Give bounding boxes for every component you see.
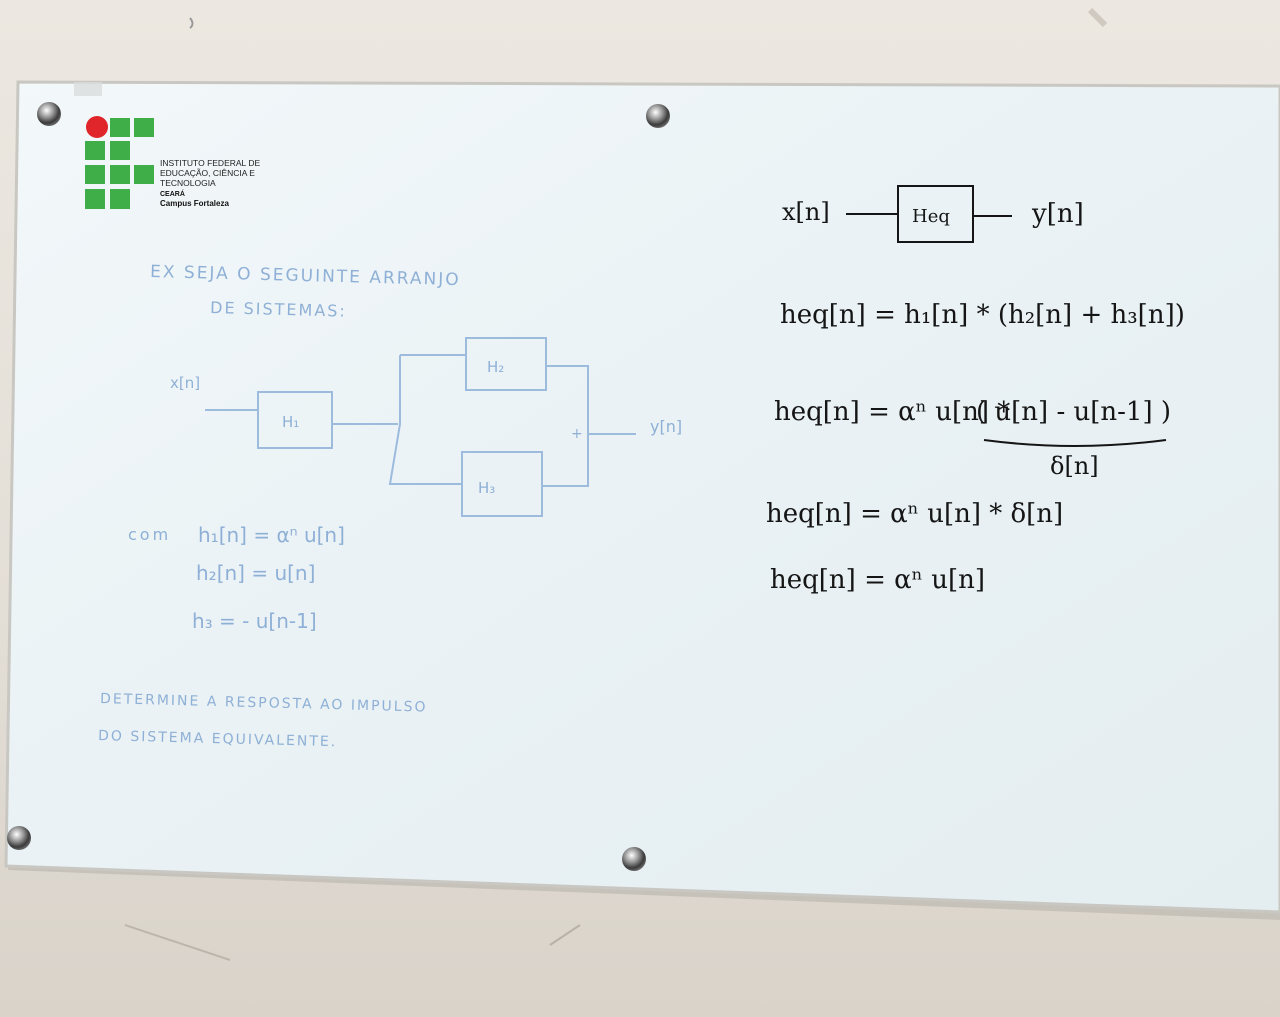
logo-red-dot bbox=[86, 116, 108, 138]
solution-heq-label: Heq bbox=[912, 206, 950, 227]
screw-bottom-middle bbox=[622, 847, 646, 871]
solution: x[n] Heq y[n] heq[n] = h₁[n] * (h₂[n] + … bbox=[766, 185, 1185, 595]
screw-bottom-left bbox=[7, 826, 31, 850]
logo-text-line1: INSTITUTO FEDERAL DE bbox=[160, 158, 260, 168]
faded-input-label: x[n] bbox=[170, 374, 200, 392]
faded-block-h2 bbox=[465, 337, 547, 391]
faded-block-diagram: x[n] bbox=[170, 337, 636, 517]
logo-text-line4: CEARÁ bbox=[160, 189, 185, 198]
problem-title-line2: DE SISTEMAS: bbox=[210, 298, 347, 321]
whiteboard bbox=[4, 80, 1280, 920]
logo-text-line5: Campus Fortaleza bbox=[160, 199, 229, 208]
faded-com: com bbox=[128, 525, 171, 544]
equation-1: heq[n] = h₁[n] * (h₂[n] + h₃[n]) bbox=[780, 300, 1185, 330]
solution-output-label: y[n] bbox=[1031, 199, 1084, 229]
equation-2-left: heq[n] = αⁿ u[n] * bbox=[774, 397, 1010, 427]
faded-h3-def: h₃ = - u[n-1] bbox=[192, 609, 317, 633]
screw-top-left bbox=[37, 102, 61, 126]
equation-2-under: δ[n] bbox=[1050, 452, 1099, 480]
faded-plus-sign: + bbox=[571, 426, 583, 442]
faded-block-h1 bbox=[257, 391, 333, 449]
faded-block-h3 bbox=[461, 451, 543, 517]
equation-3: heq[n] = αⁿ u[n] * δ[n] bbox=[766, 499, 1063, 529]
solution-input-label: x[n] bbox=[782, 198, 830, 226]
faded-determine-line2: DO SISTEMA EQUIVALENTE. bbox=[98, 728, 337, 750]
faded-block-h1-label: H₁ bbox=[282, 413, 299, 431]
faded-problem: EX SEJA O SEGUINTE ARRANJO DE SISTEMAS: … bbox=[98, 262, 682, 750]
equation-4: heq[n] = αⁿ u[n] bbox=[770, 565, 985, 595]
faded-block-h2-label: H₂ bbox=[487, 358, 504, 376]
screw-top-middle bbox=[646, 104, 670, 128]
faded-h1-def: h₁[n] = αⁿ u[n] bbox=[198, 523, 345, 547]
logo-text-line3: TECNOLOGIA bbox=[160, 178, 216, 188]
equation-2-underbrace bbox=[983, 439, 1167, 447]
solution-heq-block bbox=[897, 185, 974, 243]
faded-output-label: y[n] bbox=[650, 417, 682, 436]
faded-block-h3-label: H₃ bbox=[478, 479, 495, 497]
logo-green-squares bbox=[85, 118, 154, 209]
logo-text-line2: EDUCAÇÃO, CIÊNCIA E bbox=[160, 168, 255, 178]
institution-logo: INSTITUTO FEDERAL DE EDUCAÇÃO, CIÊNCIA E… bbox=[74, 82, 260, 209]
wall bbox=[124, 7, 1108, 961]
board-screws bbox=[7, 102, 670, 871]
equation-2-parenthesis: ( u[n] - u[n-1] ) bbox=[976, 397, 1171, 427]
faded-h2-def: h₂[n] = u[n] bbox=[196, 561, 315, 585]
